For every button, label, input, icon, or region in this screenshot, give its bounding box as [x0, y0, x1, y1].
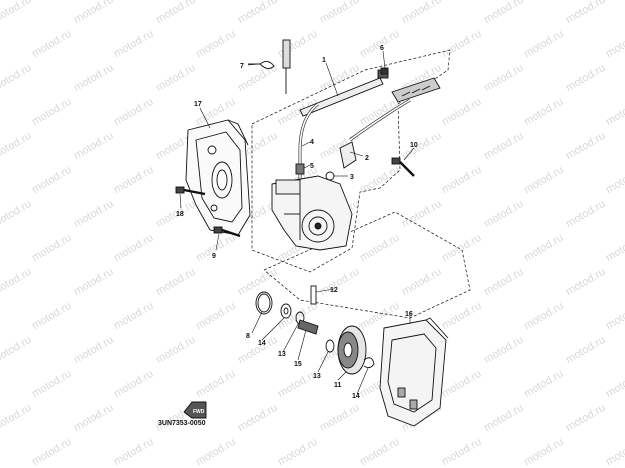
callout-7: 7	[240, 63, 244, 70]
o-ring-part-8	[255, 291, 273, 315]
pin-part-12	[310, 285, 317, 305]
bolt-part-9	[213, 226, 241, 238]
cable-part-4	[298, 102, 319, 180]
fwd-arrow-icon	[183, 401, 207, 419]
washer-part-14-left	[280, 303, 292, 319]
clip-part-7	[248, 61, 275, 69]
callout-6: 6	[380, 45, 384, 52]
bolt-part-18	[175, 186, 206, 196]
callout-labels: 1 2 3 4 5 6 7 8 9 10 11 12 13 13 14 14 1…	[176, 45, 418, 400]
clip-part-14-right	[363, 357, 375, 369]
cover-part-16	[379, 317, 449, 427]
oil-pump-body	[271, 175, 353, 251]
callout-13a: 13	[278, 351, 286, 358]
gear-part-11	[337, 325, 367, 375]
fwd-label: FWD	[193, 409, 205, 415]
upper-assembly-dashed-outline	[251, 49, 471, 319]
callout-4: 4	[310, 139, 314, 146]
callout-9: 9	[212, 253, 216, 260]
callout-2: 2	[365, 155, 369, 162]
callout-15: 15	[294, 361, 302, 368]
callout-5: 5	[310, 163, 314, 170]
callout-18: 18	[176, 211, 184, 218]
cable-part-1	[282, 39, 389, 117]
callout-14b: 14	[352, 393, 360, 400]
cable-part-2	[339, 77, 441, 169]
shaft-part-15	[297, 319, 319, 335]
callout-11: 11	[334, 382, 342, 389]
callout-10: 10	[410, 142, 418, 149]
callout-3: 3	[350, 174, 354, 181]
ring-part-3	[325, 171, 335, 181]
nut-part-6	[380, 67, 389, 75]
housing-cover-part-17	[185, 119, 251, 236]
callout-12: 12	[330, 287, 338, 294]
bolt-part-10	[391, 157, 415, 177]
callout-17: 17	[194, 101, 202, 108]
washer-part-13-right	[325, 339, 335, 353]
callout-13b: 13	[313, 373, 321, 380]
leader-lines	[179, 50, 415, 395]
callout-1: 1	[322, 57, 326, 64]
callout-16: 16	[405, 311, 413, 318]
diagram-code: 3UN7353-0050	[158, 420, 206, 427]
fitting-part-5	[295, 163, 305, 175]
callout-14a: 14	[258, 340, 266, 347]
callout-8: 8	[246, 333, 250, 340]
